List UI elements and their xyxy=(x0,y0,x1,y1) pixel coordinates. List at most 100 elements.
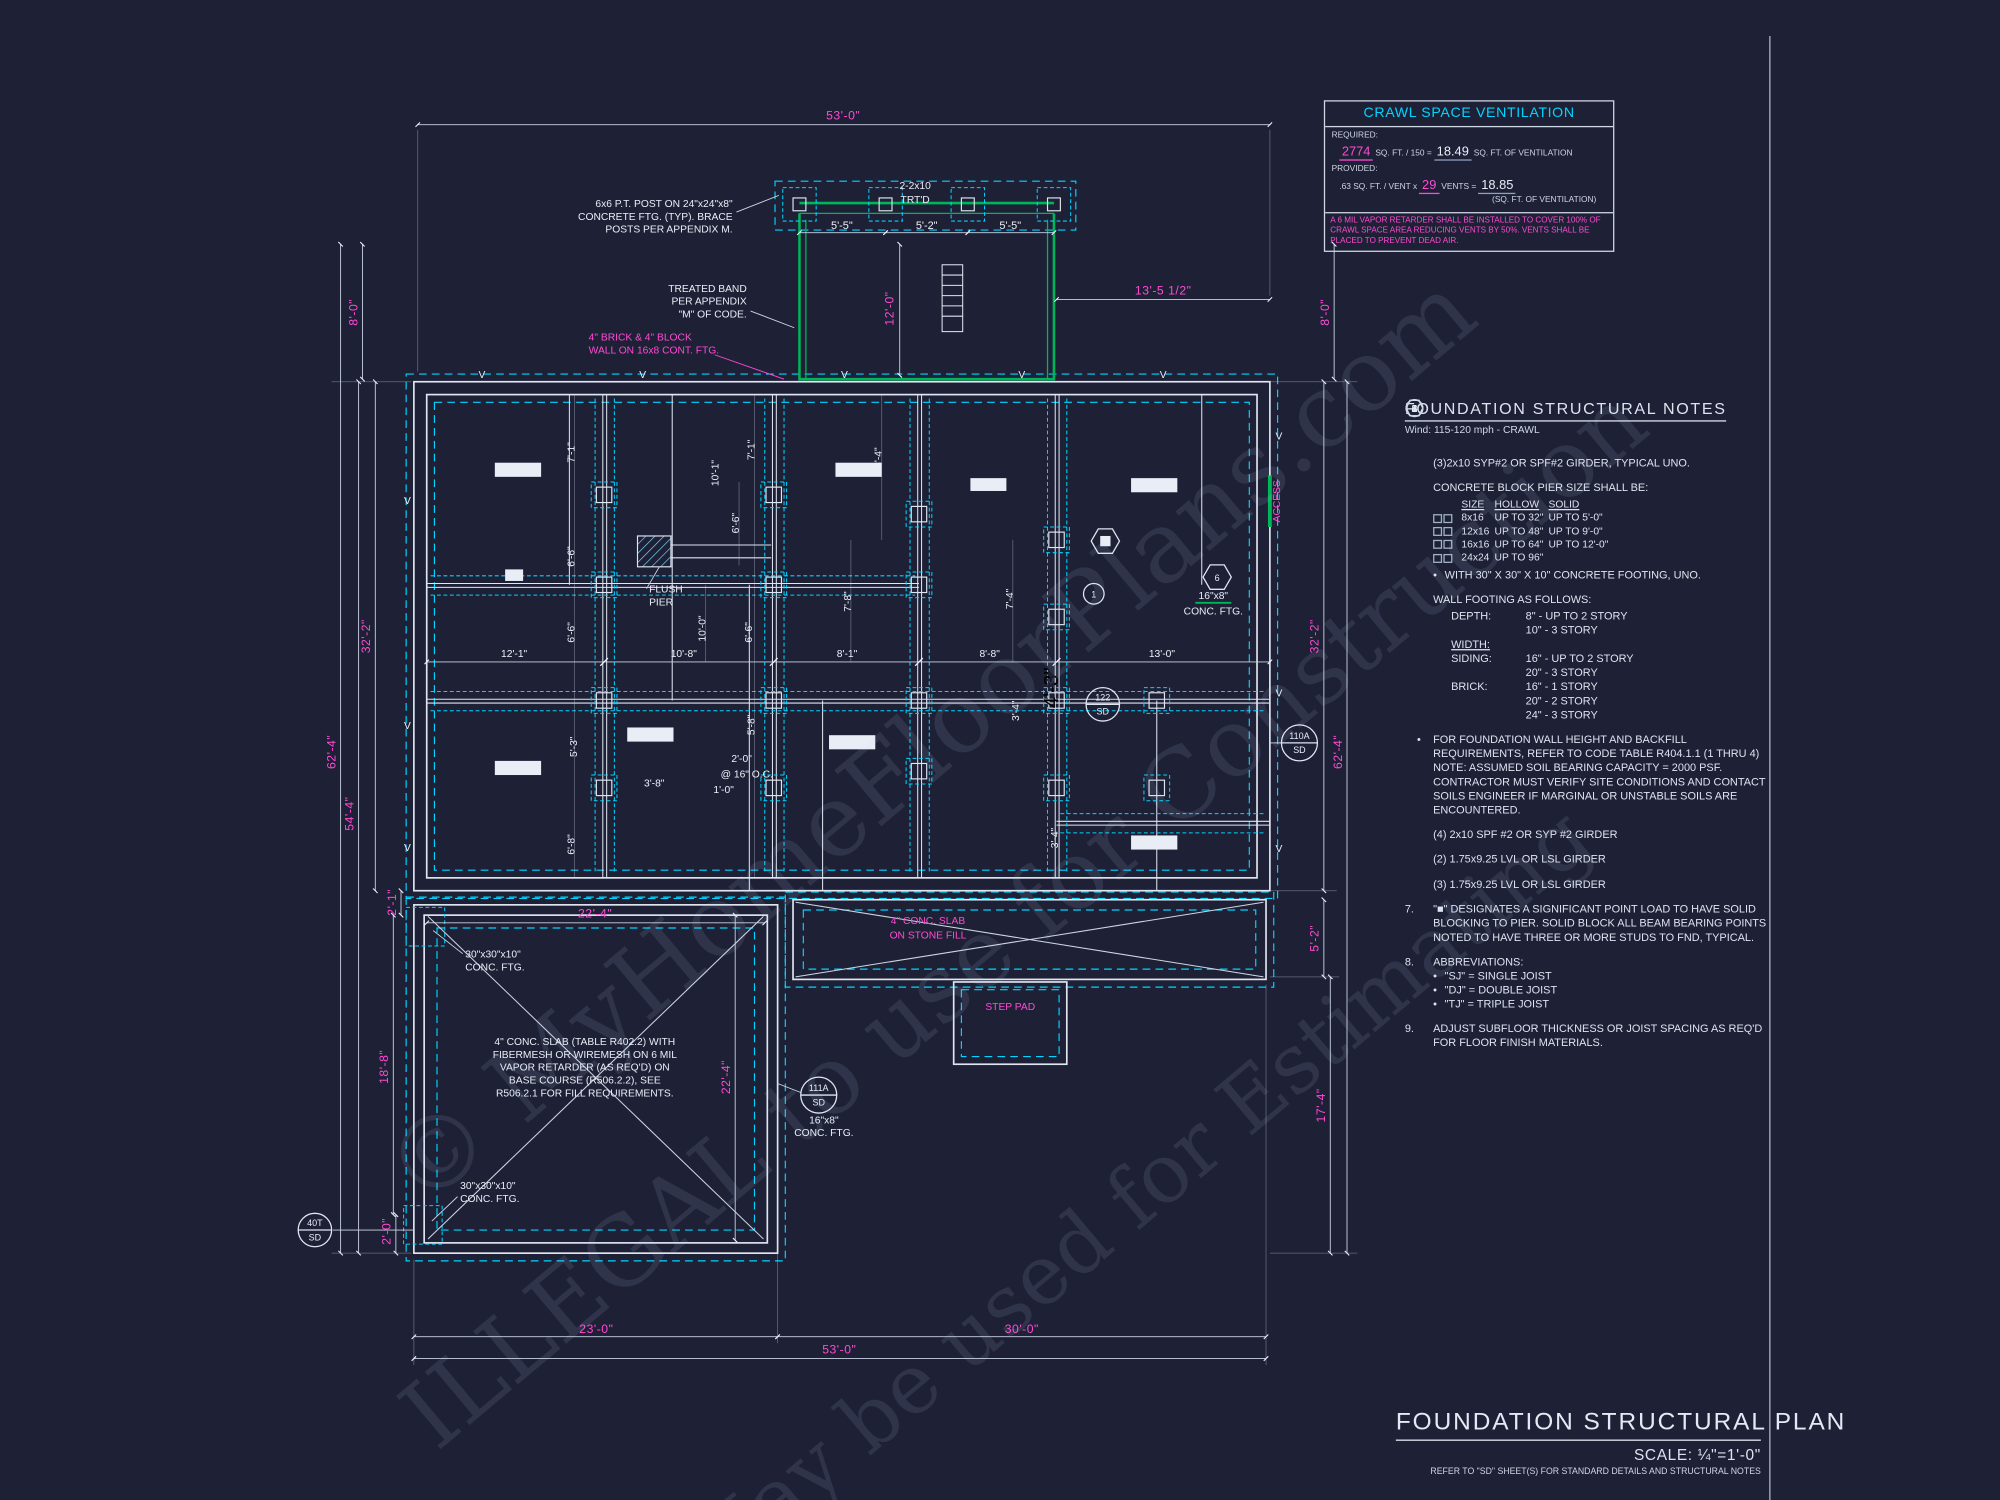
svg-text:6: 6 xyxy=(1412,404,1418,415)
note-8-sj: "SJ" = SINGLE JOIST xyxy=(1444,968,1552,982)
treated-band-line3: "M" OF CODE. xyxy=(678,309,746,320)
dim-5-2-right: 5'-2" xyxy=(1308,925,1322,952)
note-6-text: (3) 1.75x9.25 LVL OR LSL GIRDER xyxy=(1433,877,1606,891)
dim-22-top: 22'-4" xyxy=(578,907,612,921)
vent-provided-label: PROVIDED: xyxy=(1331,164,1378,174)
ftg16-right-line2: CONC. FTG. xyxy=(1184,606,1243,617)
detail-callouts: 40T SD 122 SD 110A SD 111A SD 6 1 xyxy=(297,528,1319,1248)
dim-62-right: 62'-4" xyxy=(1331,735,1345,769)
callout-40t-sd: SD xyxy=(309,1232,322,1242)
note-4-text: (4) 2x10 SPF #2 OR SYP #2 GIRDER xyxy=(1433,828,1618,842)
vent-count: 29 xyxy=(1419,178,1439,194)
dim-32-left: 32'-2" xyxy=(359,619,373,653)
note-7-text: "■" DESIGNATES A SIGNIFICANT POINT LOAD … xyxy=(1433,901,1767,943)
note-8: 8. ABBREVIATIONS: •"SJ" = SINGLE JOIST •… xyxy=(1405,955,1767,1012)
pier-col-solid: SOLID xyxy=(1548,498,1580,510)
pier-icon xyxy=(1433,525,1454,538)
vent-v: V xyxy=(1018,370,1025,381)
vent-v: V xyxy=(404,496,411,507)
ftg30-lower-line2: CONC. FTG. xyxy=(460,1194,519,1205)
vent-v: V xyxy=(404,721,411,732)
dim-3-8: 3'-8" xyxy=(644,779,665,790)
dim-2-0-left: 2'-0" xyxy=(380,1218,394,1245)
brick-note-line2: WALL ON 16x8 CONT. FTG. xyxy=(589,345,719,356)
slab-note-line1: 4" CONC. SLAB (TABLE R402.2) WITH xyxy=(494,1037,675,1048)
dim-4-3: 4'-3" xyxy=(1040,667,1063,708)
sheet-scale: SCALE: ¼"=1'-0" xyxy=(1633,1445,1761,1464)
dim-18: 18'-8" xyxy=(377,1050,391,1084)
dimension-labels-interior: 5'-5" 5'-2" 5'-5" 7'-1" 10'-1" 7'-1" 8'-… xyxy=(501,220,1175,855)
dim-deck-52: 5'-2" xyxy=(916,220,938,232)
vent-table-title: CRAWL SPACE VENTILATION xyxy=(1325,102,1614,128)
note-2-intro: CONCRETE BLOCK PIER SIZE SHALL BE: xyxy=(1433,480,1649,494)
point-load-hex-icon xyxy=(1090,528,1121,554)
slab-note-line2: FIBERMESH OR WIREMESH ON 6 MIL xyxy=(493,1050,678,1061)
bullet-icon: • xyxy=(1433,997,1437,1011)
dim-2-1: 2'-1" xyxy=(385,889,399,916)
girder-note-hex-number: 6 xyxy=(1215,573,1220,583)
vent-required-label: REQUIRED: xyxy=(1331,130,1379,140)
bullet-icon: • xyxy=(1433,983,1437,996)
notes-title: FOUNDATION STRUCTURAL NOTES xyxy=(1404,398,1727,422)
dim-32-right: 32'-2" xyxy=(1308,619,1322,653)
stone-slab-line2: ON STONE FILL xyxy=(890,930,967,941)
vent-markers: V V V V V V V V V V V xyxy=(404,370,1282,855)
vent-v: V xyxy=(1275,844,1282,855)
callout-111a-sd: SD xyxy=(812,1097,825,1107)
footing-brick-3: 24" - 3 STORY xyxy=(1525,708,1598,722)
note-9-text: ADJUST SUBFLOOR THICKNESS OR JOIST SPACI… xyxy=(1433,1021,1763,1049)
footing-width-label: WIDTH: xyxy=(1451,637,1490,651)
svg-text:1: 1 xyxy=(1412,404,1418,415)
dim-30: 30'-0" xyxy=(1005,1322,1039,1336)
dim-6-6d: 6'-6" xyxy=(744,622,755,643)
slab-note-line5: R506.2.1 FOR FILL REQUIREMENTS. xyxy=(496,1088,674,1099)
dim-5-8: 5'-8" xyxy=(746,714,757,735)
vent-v: V xyxy=(404,843,411,854)
vent-v: V xyxy=(479,370,486,381)
dim-62-left: 62'-4" xyxy=(324,735,338,769)
callout-110a-sd: SD xyxy=(1293,745,1306,755)
dim-13-5: 13'-5 1/2" xyxy=(1135,283,1192,297)
dim-10-1: 10'-1" xyxy=(710,460,721,487)
girder-note-hex-icon xyxy=(1202,564,1233,590)
bullet-icon: • xyxy=(1433,567,1437,581)
dim-deck-55a: 5'-5" xyxy=(831,220,853,232)
callout-111a: 111A xyxy=(809,1083,829,1093)
vent-required-result: 18.49 xyxy=(1434,144,1472,161)
svg-text:4: 4 xyxy=(1412,404,1418,415)
sheet-note: REFER TO "SD" SHEET(S) FOR STANDARD DETA… xyxy=(1430,1467,1761,1477)
dim-6-6c: 6'-6" xyxy=(567,622,578,643)
note-1-text: (3)2x10 SYP#2 OR SPF#2 GIRDER, TYPICAL U… xyxy=(1433,455,1690,469)
dim-2-0-int: 2'-0" xyxy=(731,754,752,765)
ftg16-bottom-line1: 16"x8" xyxy=(809,1115,839,1126)
dim-3-4a: 3'-4" xyxy=(1011,700,1022,721)
ftg16-right-line1: 16"x8" xyxy=(1199,591,1229,602)
vent-required-unit: SQ. FT. OF VENTILATION xyxy=(1473,148,1573,158)
svg-text:5: 5 xyxy=(1412,404,1418,415)
slab-note-line4: BASE COURSE (R506.2.2), SEE xyxy=(509,1076,661,1087)
foundation-structural-notes: FOUNDATION STRUCTURAL NOTES Wind: 115-12… xyxy=(1404,398,1767,1060)
dim-deck-55b: 5'-5" xyxy=(999,220,1021,232)
brick-note-line1: 4" BRICK & 4" BLOCK xyxy=(589,333,692,344)
callout-40t: 40T xyxy=(307,1218,323,1228)
dim-12: 12'-0" xyxy=(882,291,896,325)
callout-122: 122 xyxy=(1095,692,1110,702)
dim-13-0: 13'-0" xyxy=(1149,649,1176,660)
dim-8-1: 8'-1" xyxy=(837,649,858,660)
post-note-line2: CONCRETE FTG. (TYP). BRACE xyxy=(578,212,733,223)
access-label: ACCESS xyxy=(1272,480,1283,522)
pier-icon xyxy=(1433,552,1454,565)
point-load-square-icon xyxy=(1100,535,1111,547)
dim-8-right: 8'-0" xyxy=(1318,299,1332,326)
girder-note-circle-number: 1 xyxy=(1091,590,1096,600)
piers xyxy=(590,481,1171,802)
vent-provided-formula: .63 SQ. FT. / VENT x xyxy=(1339,182,1418,192)
slab-note-line3: VAPOR RETARDER (AS REQ'D) ON xyxy=(500,1063,670,1074)
vent-v: V xyxy=(1275,689,1282,700)
vent-v: V xyxy=(1275,432,1282,443)
note-1: 1 (3)2x10 SYP#2 OR SPF#2 GIRDER, TYPICAL… xyxy=(1405,399,1767,470)
